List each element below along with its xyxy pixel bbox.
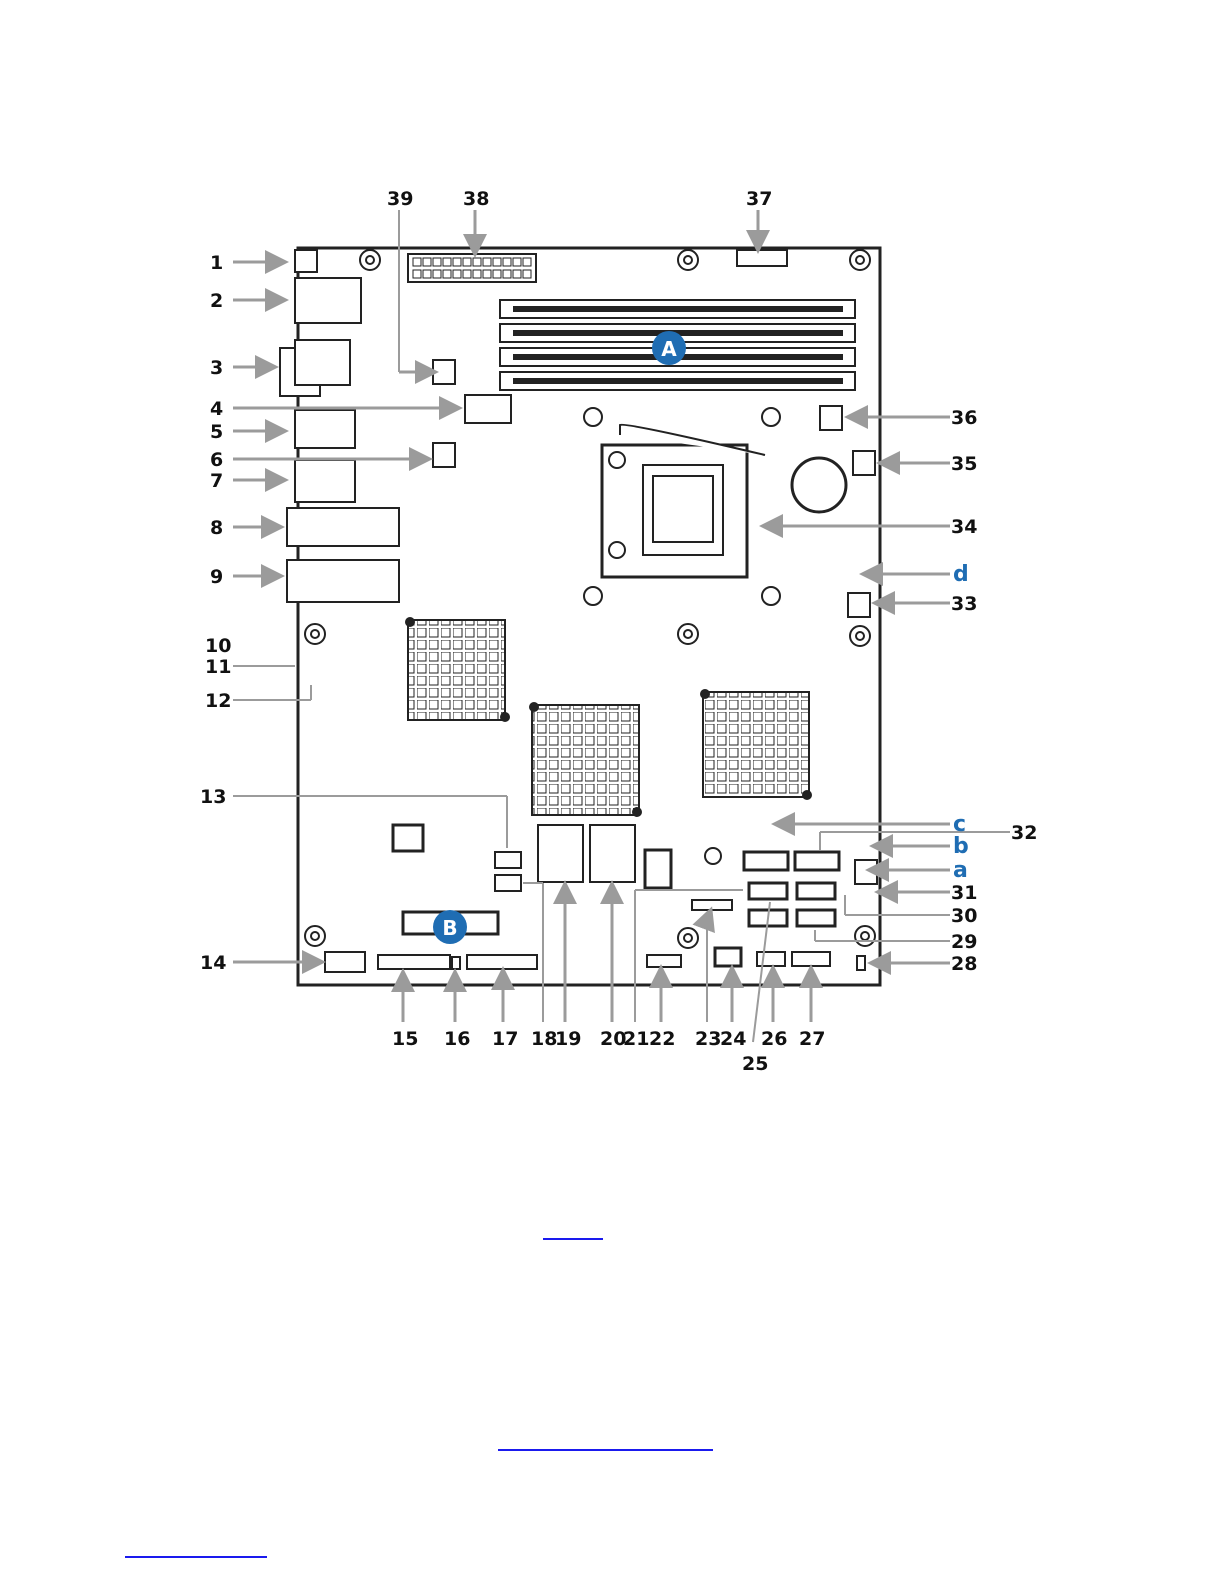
mini-sas-19 [538, 825, 583, 882]
callout-21: 21 [623, 1028, 649, 1050]
callout-24: 24 [720, 1028, 746, 1050]
motherboard-svg: A B [165, 160, 1040, 1078]
callout-9: 9 [210, 566, 223, 588]
callout-28: 28 [951, 953, 977, 975]
callout-30: 30 [951, 905, 977, 927]
callout-27: 27 [799, 1028, 825, 1050]
cpu-power-connector [465, 395, 511, 423]
callout-36: 36 [951, 407, 977, 429]
callout-18: 18 [531, 1028, 557, 1050]
switch-13 [495, 852, 521, 868]
heatsink-center [532, 705, 639, 815]
callout-33: 33 [951, 593, 977, 615]
callout-26: 26 [761, 1028, 787, 1050]
callout-32: 32 [1011, 822, 1037, 844]
callout-31: 31 [951, 882, 977, 904]
main-power-connector [408, 254, 536, 282]
cmos-battery [792, 458, 846, 512]
badge-a-letter: A [661, 337, 677, 361]
mini-sas-20 [590, 825, 635, 882]
callout-1: 1 [210, 252, 223, 274]
callout-11: 11 [205, 656, 231, 678]
callout-8: 8 [210, 517, 223, 539]
small-chip-left [393, 825, 423, 851]
callout-34: 34 [951, 516, 977, 538]
callout-d: d [953, 562, 969, 587]
callout-6: 6 [210, 449, 223, 471]
cpu-socket [602, 425, 765, 577]
callout-a: a [953, 858, 968, 883]
heatsink-right [703, 692, 809, 797]
link-underline-1[interactable] [543, 1238, 603, 1240]
callout-35: 35 [951, 453, 977, 475]
heatsink-left [408, 620, 505, 720]
callout-23: 23 [695, 1028, 721, 1050]
callout-17: 17 [492, 1028, 518, 1050]
link-underline-3[interactable] [125, 1556, 267, 1558]
callout-b: b [953, 834, 969, 859]
callout-15: 15 [392, 1028, 418, 1050]
callout-14: 14 [200, 952, 226, 974]
callout-16: 16 [444, 1028, 470, 1050]
callout-13: 13 [200, 786, 226, 808]
callout-29: 29 [951, 931, 977, 953]
callout-4: 4 [210, 398, 223, 420]
callout-22: 22 [649, 1028, 675, 1050]
callout-7: 7 [210, 470, 223, 492]
callout-2: 2 [210, 290, 223, 312]
callout-38: 38 [463, 188, 489, 210]
callout-37: 37 [746, 188, 772, 210]
callout-3: 3 [210, 357, 223, 379]
callout-10: 10 [205, 635, 231, 657]
callout-25: 25 [742, 1053, 768, 1075]
callout-39: 39 [387, 188, 413, 210]
switch-18 [495, 875, 521, 891]
callout-12: 12 [205, 690, 231, 712]
motherboard-diagram: A B [165, 160, 1040, 1078]
callout-19: 19 [555, 1028, 581, 1050]
link-underline-2[interactable] [498, 1449, 713, 1451]
small-chip-center [645, 850, 671, 888]
connector-37 [737, 250, 787, 266]
badge-b-letter: B [442, 916, 457, 940]
callout-5: 5 [210, 421, 223, 443]
